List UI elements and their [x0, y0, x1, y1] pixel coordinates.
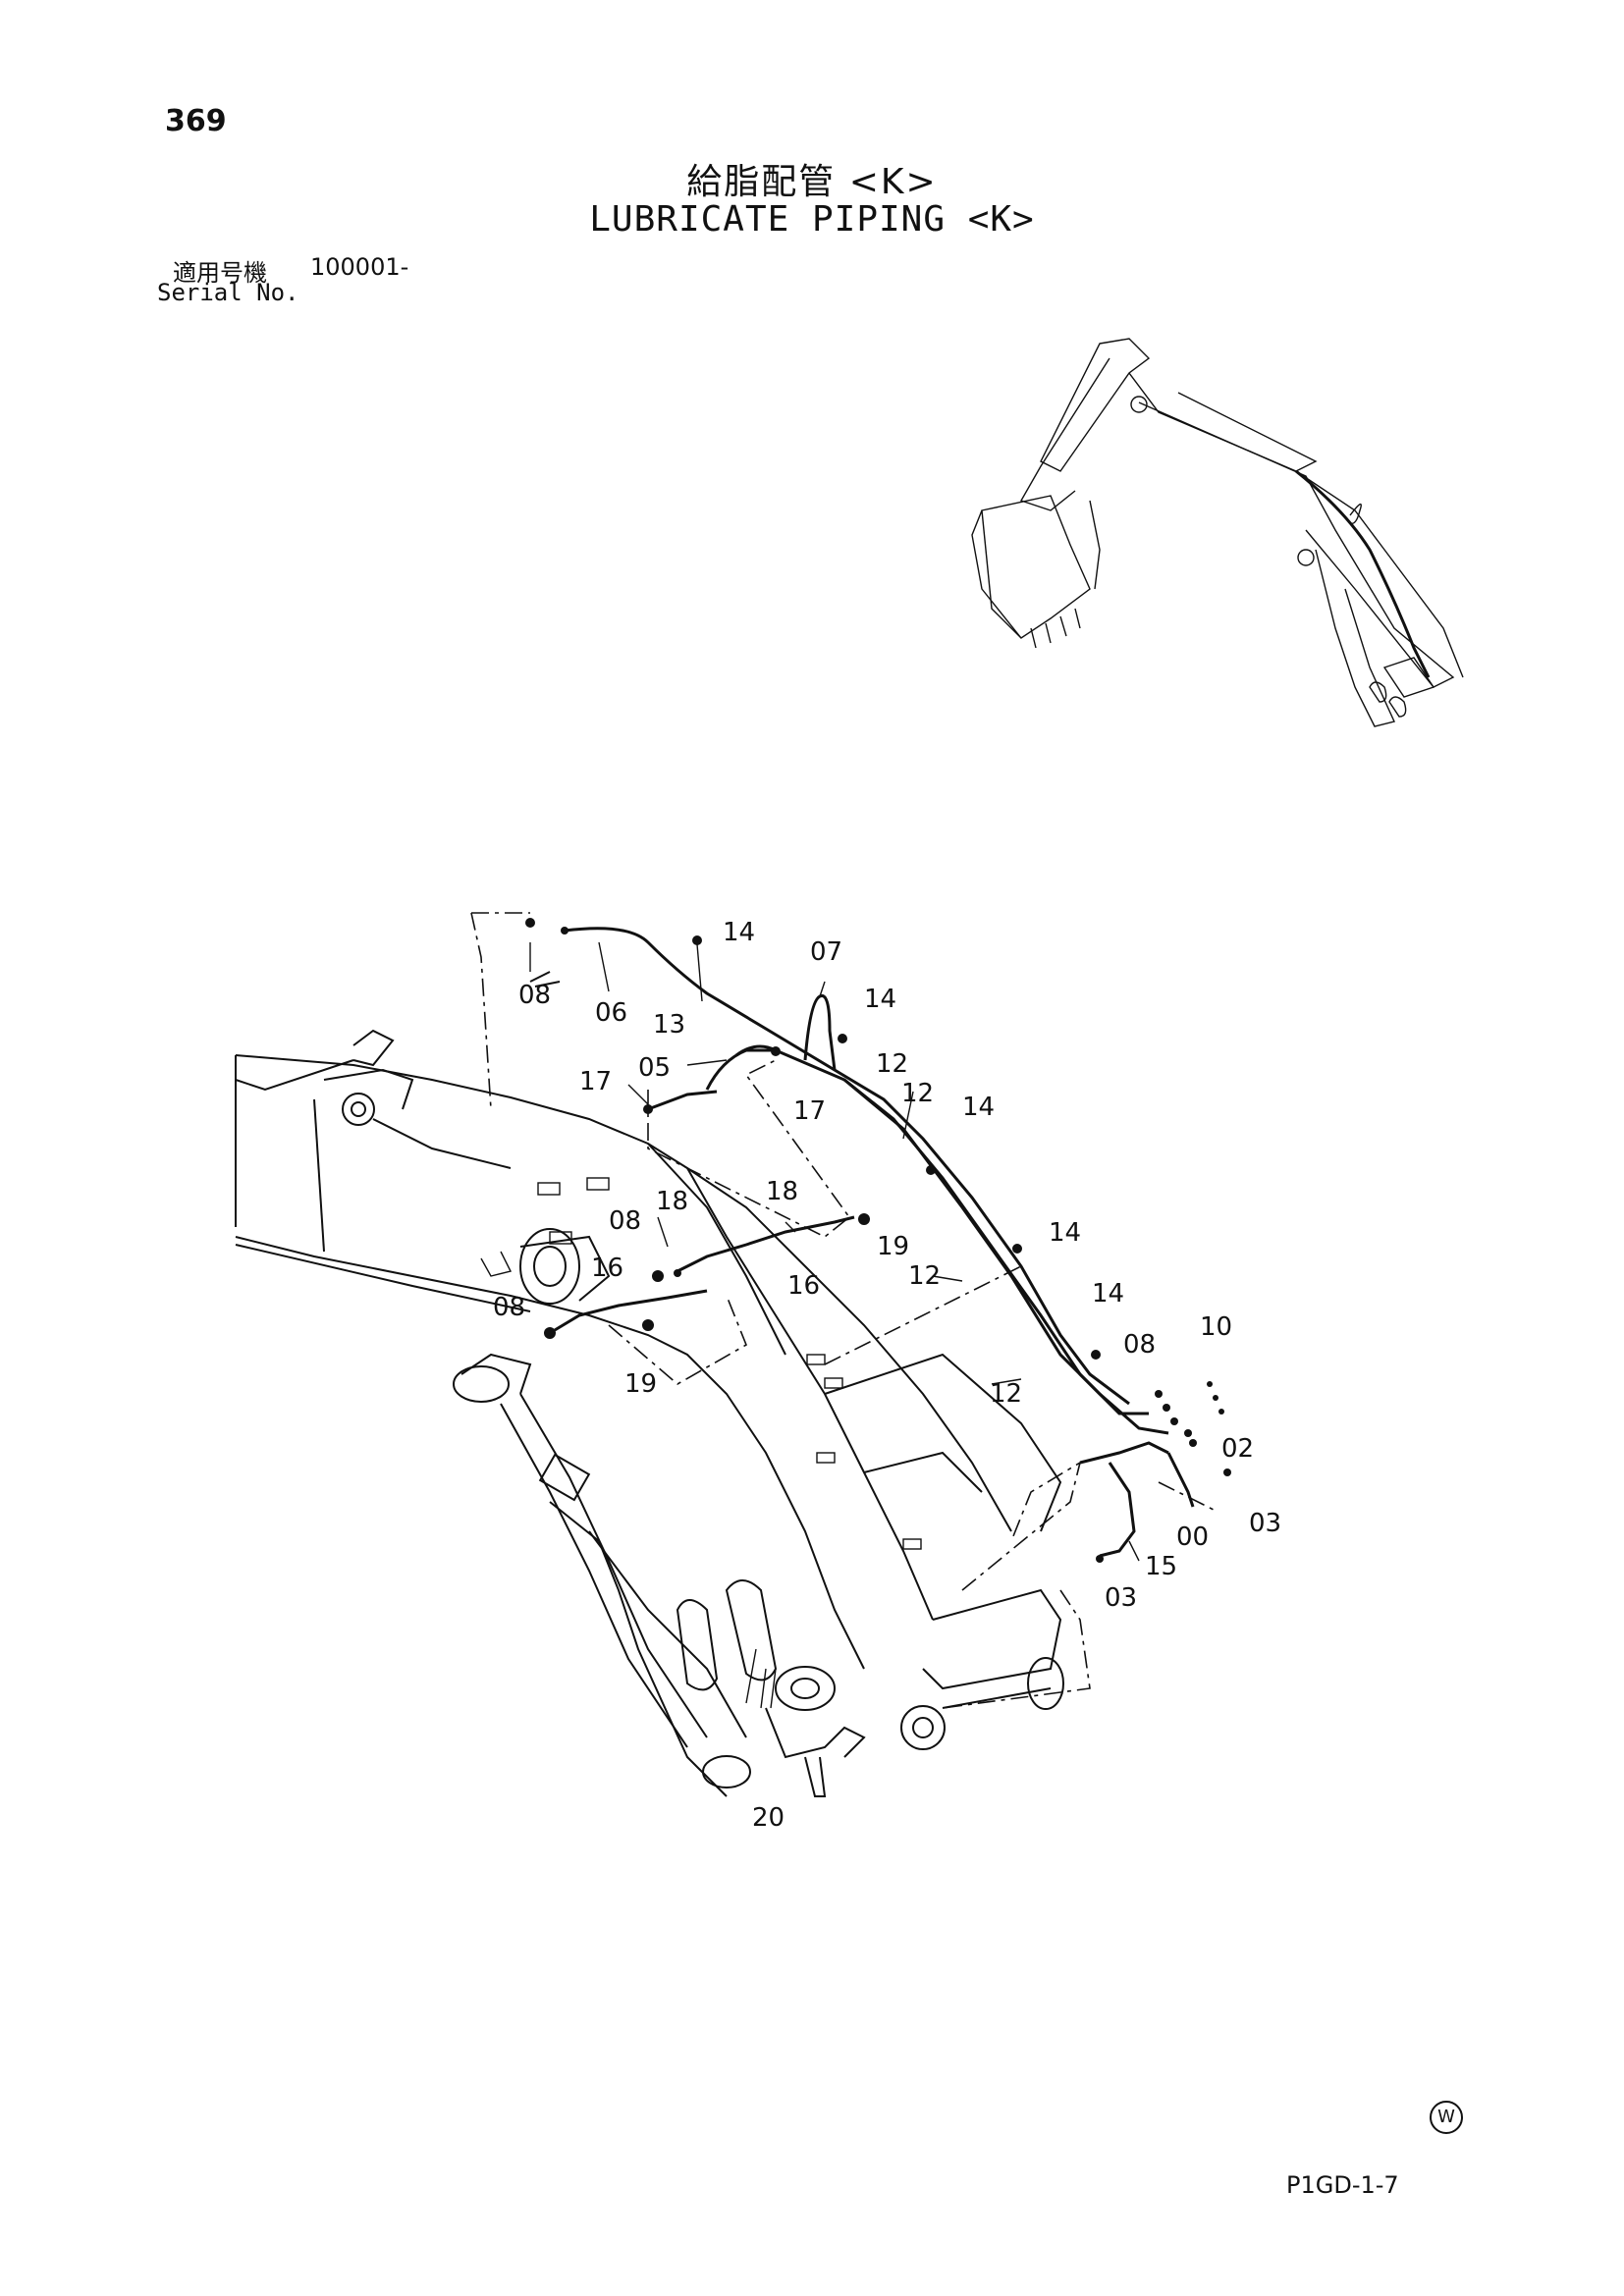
grease-fittings	[525, 918, 1231, 1563]
serial-label-english: Serial No.	[157, 279, 299, 306]
page-title-english: LUBRICATE PIPING <K>	[589, 199, 1035, 240]
callout-10: 10	[1200, 1312, 1232, 1342]
callout-08: 08	[609, 1206, 641, 1236]
overview-excavator-icon	[971, 338, 1464, 727]
leader-lines	[470, 912, 1218, 1709]
callout-19: 19	[624, 1369, 657, 1399]
boom-structure	[235, 971, 1064, 1750]
callout-20: 20	[752, 1803, 785, 1833]
callout-17: 17	[579, 1067, 612, 1096]
callout-13: 13	[653, 1010, 685, 1040]
serial-number-value: 100001-	[310, 253, 409, 281]
callout-12: 12	[908, 1261, 941, 1291]
callout-18: 18	[766, 1177, 798, 1206]
callout-16: 16	[591, 1254, 623, 1283]
serial-label-japanese: 適用号機	[173, 259, 267, 287]
footer-page-code: P1GD-1-7	[1286, 2171, 1399, 2199]
callout-00: 00	[1176, 1522, 1209, 1552]
callout-08: 08	[1123, 1330, 1156, 1360]
w-circle-mark: W	[1430, 2101, 1463, 2134]
callout-02: 02	[1221, 1434, 1254, 1464]
callout-06: 06	[595, 998, 627, 1028]
callout-14: 14	[864, 985, 896, 1014]
callout-08: 08	[518, 981, 551, 1010]
callout-labels: 08 06 14 13 07 14 05 12 17 17 12 14 18 1…	[493, 918, 1281, 1833]
callout-12: 12	[990, 1379, 1022, 1409]
callout-leaders	[529, 941, 1140, 1709]
boom-cylinder	[453, 1353, 866, 1797]
page-number: 369	[165, 104, 227, 138]
callout-14: 14	[723, 918, 755, 947]
callout-12: 12	[876, 1049, 908, 1079]
callout-12: 12	[901, 1079, 934, 1108]
callout-14: 14	[1049, 1218, 1081, 1248]
callout-05: 05	[638, 1053, 671, 1083]
callout-03: 03	[1249, 1509, 1281, 1538]
callout-17: 17	[793, 1096, 826, 1126]
callout-14: 14	[1092, 1279, 1124, 1308]
callout-14: 14	[962, 1093, 995, 1122]
page-title-japanese: 給脂配管 <K>	[686, 162, 938, 202]
callout-15: 15	[1145, 1552, 1177, 1581]
callout-03: 03	[1105, 1583, 1137, 1613]
grease-pipes	[554, 927, 1195, 1558]
callout-07: 07	[810, 937, 842, 967]
callout-16: 16	[787, 1271, 820, 1301]
callout-19: 19	[877, 1232, 909, 1261]
callout-18: 18	[656, 1187, 688, 1216]
callout-08: 08	[493, 1293, 525, 1322]
